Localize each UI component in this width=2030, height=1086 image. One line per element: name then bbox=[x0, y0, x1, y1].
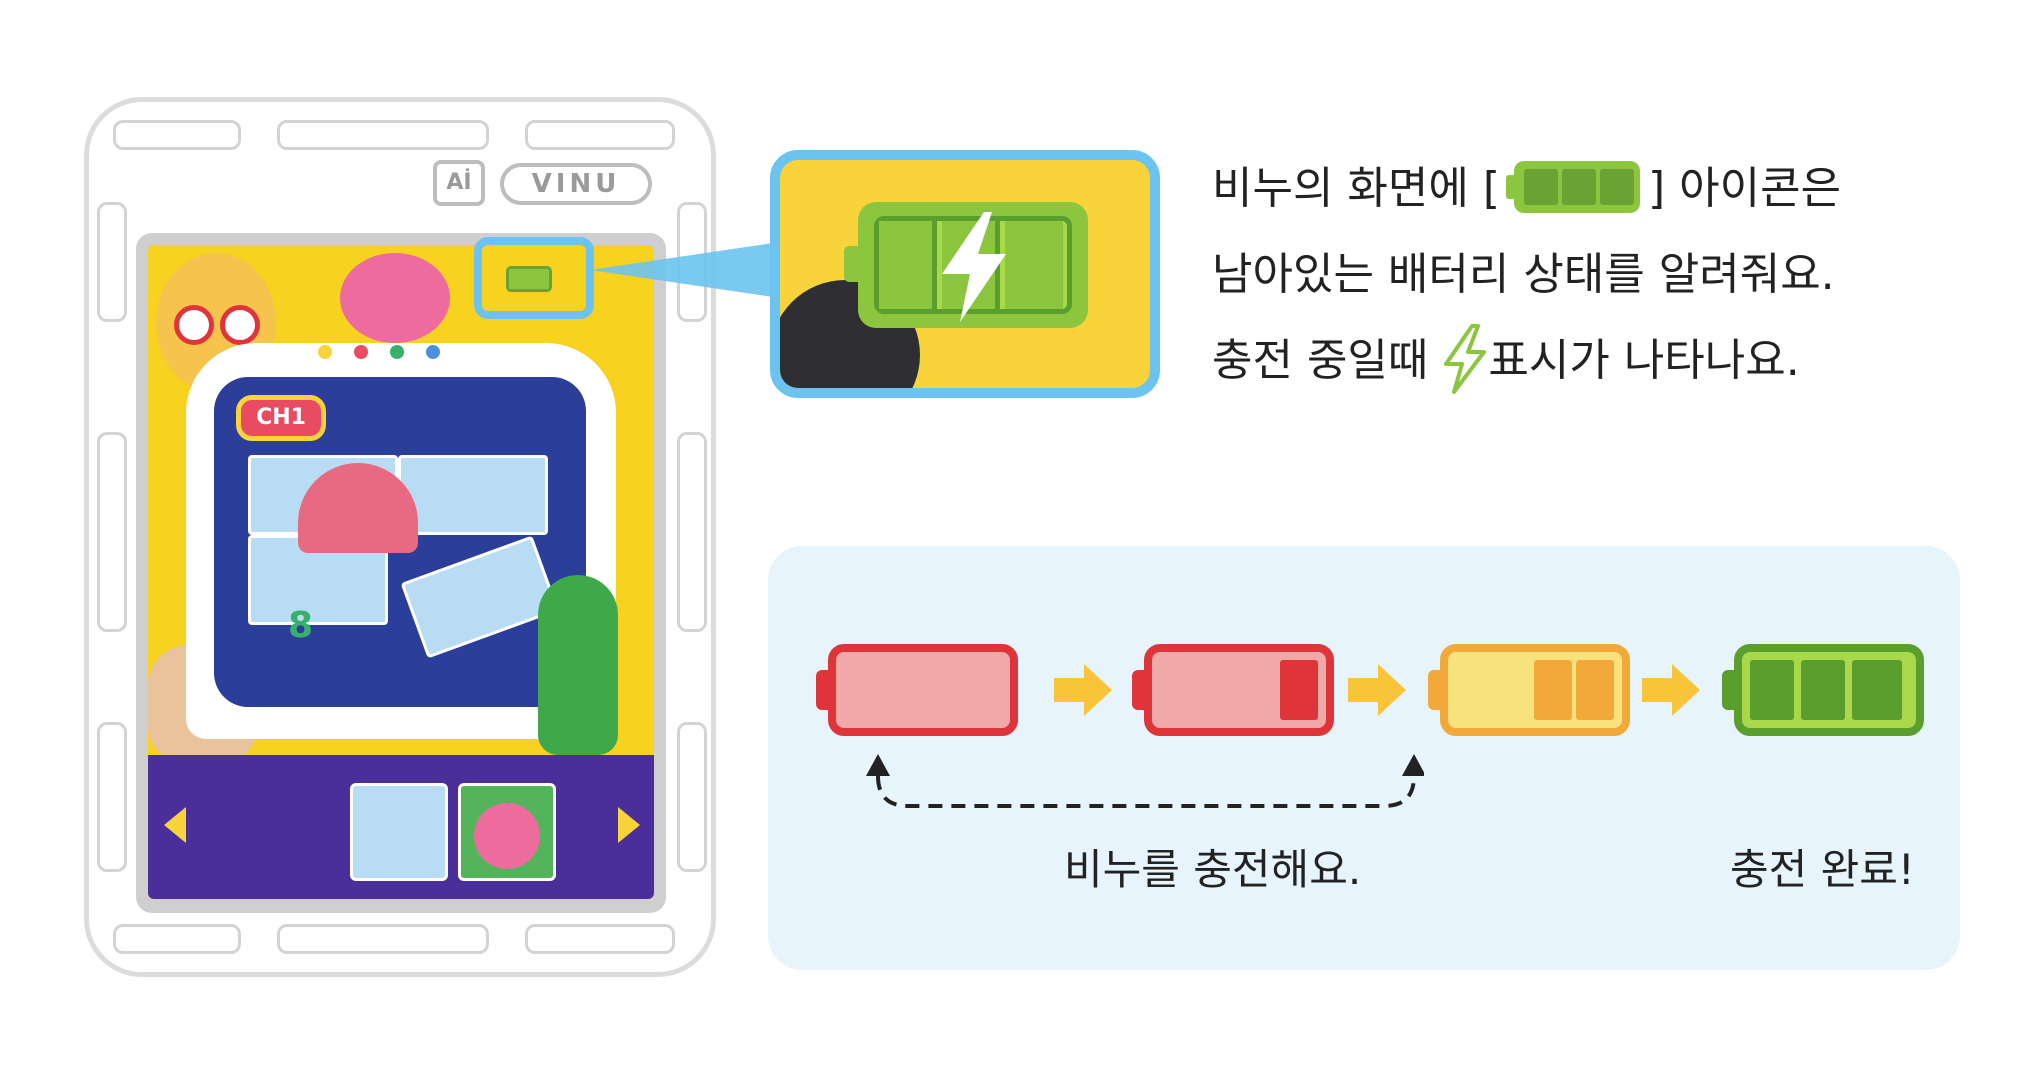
next-arrow-icon[interactable] bbox=[618, 807, 640, 843]
device-slot bbox=[97, 432, 127, 632]
green-character bbox=[538, 575, 618, 755]
inline-bolt-icon bbox=[1442, 324, 1488, 394]
charging-bracket bbox=[866, 754, 1424, 808]
zoom-battery-icon bbox=[844, 202, 1088, 328]
device-slot bbox=[97, 722, 127, 872]
desc-line1-after: ] 아이콘은 bbox=[1648, 163, 1842, 214]
battery-full bbox=[1734, 644, 1924, 736]
inline-battery-icon bbox=[1504, 157, 1644, 217]
puzzle-tile[interactable] bbox=[398, 455, 548, 535]
device-slot bbox=[277, 924, 489, 954]
thumbnail-puzzle[interactable] bbox=[350, 783, 448, 881]
tv-led-green bbox=[390, 345, 404, 359]
ai-logo: Aİ bbox=[433, 160, 485, 206]
battery-nub bbox=[844, 246, 860, 282]
battery-cell bbox=[1750, 660, 1794, 720]
description-line-1: 비누의 화면에 [ ] 아이콘은 bbox=[1212, 146, 1841, 232]
puzzle-character bbox=[298, 463, 418, 553]
channel-badge: CH1 bbox=[236, 395, 326, 441]
device-slot bbox=[277, 120, 489, 150]
device-slot bbox=[525, 120, 675, 150]
desc-line3-after: 표시가 나타나요. bbox=[1488, 335, 1800, 386]
battery-cell bbox=[1801, 660, 1845, 720]
device-slot bbox=[97, 202, 127, 322]
stage-arrow-icon bbox=[1348, 664, 1406, 716]
glasses-right bbox=[220, 305, 260, 345]
device-screen: CH1 8 bbox=[148, 245, 654, 899]
zoom-connector bbox=[590, 242, 780, 298]
desc-line3-before: 충전 중일때 bbox=[1212, 335, 1429, 386]
battery-zoom-panel bbox=[770, 150, 1160, 398]
device-slot bbox=[113, 924, 241, 954]
tv-led-red bbox=[354, 345, 368, 359]
charging-label: 비누를 충전해요. bbox=[1064, 845, 1362, 894]
battery-cell bbox=[1005, 221, 1063, 309]
pink-bear-character bbox=[340, 253, 450, 343]
tv-led-blue bbox=[426, 345, 440, 359]
screen-number: 8 bbox=[288, 605, 314, 646]
battery-medium bbox=[1440, 644, 1630, 736]
device-slot bbox=[525, 924, 675, 954]
glasses-left bbox=[174, 305, 214, 345]
device-slot bbox=[677, 432, 707, 632]
battery-empty bbox=[828, 644, 1018, 736]
battery-low bbox=[1144, 644, 1334, 736]
vinu-logo: VINU bbox=[500, 163, 652, 205]
desc-line1-before: 비누의 화면에 [ bbox=[1212, 163, 1501, 214]
stage-arrow-icon bbox=[1642, 664, 1700, 716]
device-slot bbox=[113, 120, 241, 150]
description-line-3: 충전 중일때 표시가 나타나요. bbox=[1212, 318, 1800, 404]
complete-label: 충전 완료! bbox=[1730, 845, 1915, 894]
battery-cell bbox=[1534, 660, 1572, 720]
prev-arrow-icon[interactable] bbox=[164, 807, 186, 843]
battery-highlight-box bbox=[474, 237, 594, 319]
charging-bolt-icon bbox=[942, 212, 1006, 322]
stage-arrow-icon bbox=[1054, 664, 1112, 716]
battery-stages-panel: 비누를 충전해요. 충전 완료! bbox=[768, 546, 1960, 970]
battery-cell bbox=[1576, 660, 1614, 720]
battery-cell bbox=[1852, 660, 1902, 720]
battery-cell bbox=[1280, 660, 1318, 720]
thumbnail-bar bbox=[148, 755, 654, 899]
battery-cell bbox=[879, 221, 937, 309]
device-slot bbox=[677, 722, 707, 872]
device-battery-icon bbox=[506, 266, 552, 292]
tv-led-yellow bbox=[318, 345, 332, 359]
description-line-2: 남아있는 배터리 상태를 알려줘요. bbox=[1212, 249, 1835, 300]
thumbnail-bear-face bbox=[474, 803, 540, 869]
